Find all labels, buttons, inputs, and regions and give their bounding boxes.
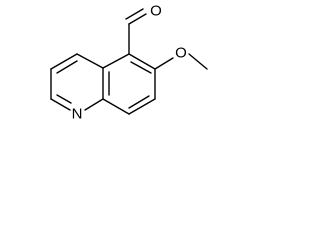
molecule-structure-drawing: O O N (50, 3, 208, 123)
bond-c6-o (154, 57, 174, 70)
bond-c4a-c4 (76, 53, 104, 69)
bond-n1-c8a (84, 98, 104, 111)
bond-c5-c6-inner (130, 61, 152, 74)
pyridine-ring (50, 53, 104, 111)
bond-c2-n1 (50, 98, 71, 111)
bond-c2-n1-inner (56, 94, 72, 104)
methoxy-group (154, 53, 208, 70)
bond-cho-o-b (125, 8, 144, 20)
atom-label-aldehyde-oxygen: O (150, 3, 162, 20)
bond-c4-c3 (50, 53, 78, 70)
bond-c4-c3-inner (56, 60, 78, 74)
bond-o-ch3 (188, 53, 208, 70)
aldehyde-group (125, 8, 147, 55)
carbocyclic-ring (102, 53, 156, 115)
atom-label-ether-oxygen: O (175, 45, 187, 62)
atom-label-ring-nitrogen: N (72, 106, 83, 123)
bond-cho-o-a (128, 13, 147, 25)
bond-c4a-c5 (102, 53, 130, 69)
bond-c5-c6 (128, 53, 156, 70)
bond-c7-c8-inner (128, 95, 150, 109)
bond-c7-c8 (128, 98, 156, 115)
bond-c8-c8a (102, 98, 130, 115)
